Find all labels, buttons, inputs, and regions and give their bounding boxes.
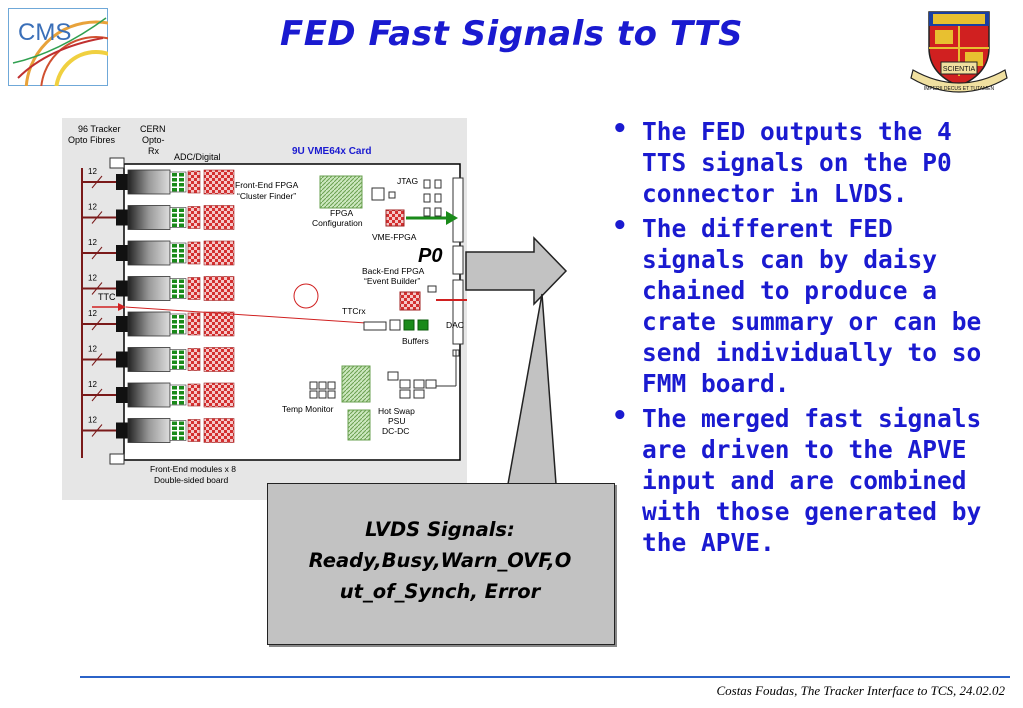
cern-label-1: CERN [140,124,166,134]
cern-label-3: Rx [148,146,159,156]
fe-fpga-label-2: “Cluster Finder” [237,191,296,201]
dac-label: DAC [446,320,464,330]
fed-block-diagram: 96 Tracker Opto Fibres CERN Opto- Rx ADC… [62,118,467,500]
footer-text: Costas Foudas, The Tracker Interface to … [716,683,1005,698]
fe-module-row: 12 [82,309,235,337]
fe-module-row: 12 [82,274,235,301]
fibre-count-label: 12 [88,167,97,176]
cern-label-2: Opto- [142,135,165,145]
jtag-label: JTAG [397,176,418,186]
fibre-count-label: 12 [88,416,97,425]
slide-title: FED Fast Signals to TTS [279,14,744,54]
lvds-title: LVDS Signals: [365,518,515,541]
fe-module-row: 12 [82,167,235,195]
crest-motto: IMPERII DECUS ET TUTAMEN [924,86,995,92]
college-crest: SCIENTIA IMPERII DECUS ET TUTAMEN [905,8,1013,98]
adc-label: ADC/Digital [174,152,221,162]
cms-logo: CMS [7,7,168,164]
fibre-count-label: 12 [88,238,97,247]
grey-arrow [464,236,568,306]
fe-module-row: 12 [82,380,235,408]
bullet-item: • The different FED signals can by daisy… [612,211,982,398]
fe-module-row: 12 [82,238,235,266]
buffers-label: Buffers [402,336,429,346]
fibre-count-label: 12 [88,203,97,212]
fe-module-row: 12 [82,345,235,372]
be-fpga-label-1: Back-End FPGA [362,266,425,276]
fibre-count-label: 12 [88,274,97,283]
bullet-item: • The FED outputs the 4 TTS signals on t… [612,114,952,208]
fe-modules-label-2: Double-sided board [154,475,228,485]
fe-module-row: 12 [82,203,235,230]
ttcrx-label: TTCrx [342,306,366,316]
bullet-dot-icon: • [612,114,628,144]
fibre-count-label: 12 [88,345,97,354]
lvds-signals-line-1: Ready,Busy,Warn_OVF,O [308,549,572,572]
ttc-label: TTC [98,292,116,302]
cms-logo-text: CMS [18,19,71,46]
hot-swap-label-2: PSU [388,416,405,426]
bullet-dot-icon: • [612,401,628,431]
bullet-dot-icon: • [612,211,628,241]
fibre-count-label: 12 [88,309,97,318]
fibre-count-label: 12 [88,380,97,389]
p0-label: P0 [418,245,442,267]
fibres-label-1: 96 Tracker [78,124,121,134]
fe-modules-label-1: Front-End modules x 8 [150,464,236,474]
footer-rule [80,676,1010,678]
fpga-config-label-1: FPGA [330,208,353,218]
fibres-label-2: Opto Fibres [68,135,116,145]
bullet-list: • The FED outputs the 4 TTS signals on t… [608,114,1008,562]
crest-banner: SCIENTIA [943,66,976,73]
fpga-config-label-2: Configuration [312,218,363,228]
fe-fpga-label-1: Front-End FPGA [235,180,299,190]
bullet-item: • The merged fast signals are driven to … [612,401,982,557]
lvds-callout-text: LVDS Signals: Ready,Busy,Warn_OVF,O ut_o… [267,514,613,607]
lvds-signals-line-2: ut_of_Synch, Error [339,580,541,603]
lvds-callout-box [267,483,615,645]
fe-module-row: 12 [82,416,235,443]
hot-swap-label-3: DC-DC [382,426,409,436]
card-label: 9U VME64x Card [292,146,371,157]
callout-pointer [400,270,600,490]
be-fpga-label-2: “Event Builder” [364,276,420,286]
temp-monitor-label: Temp Monitor [282,404,334,414]
vme-fpga-label: VME-FPGA [372,232,417,242]
hot-swap-label-1: Hot Swap [378,406,415,416]
